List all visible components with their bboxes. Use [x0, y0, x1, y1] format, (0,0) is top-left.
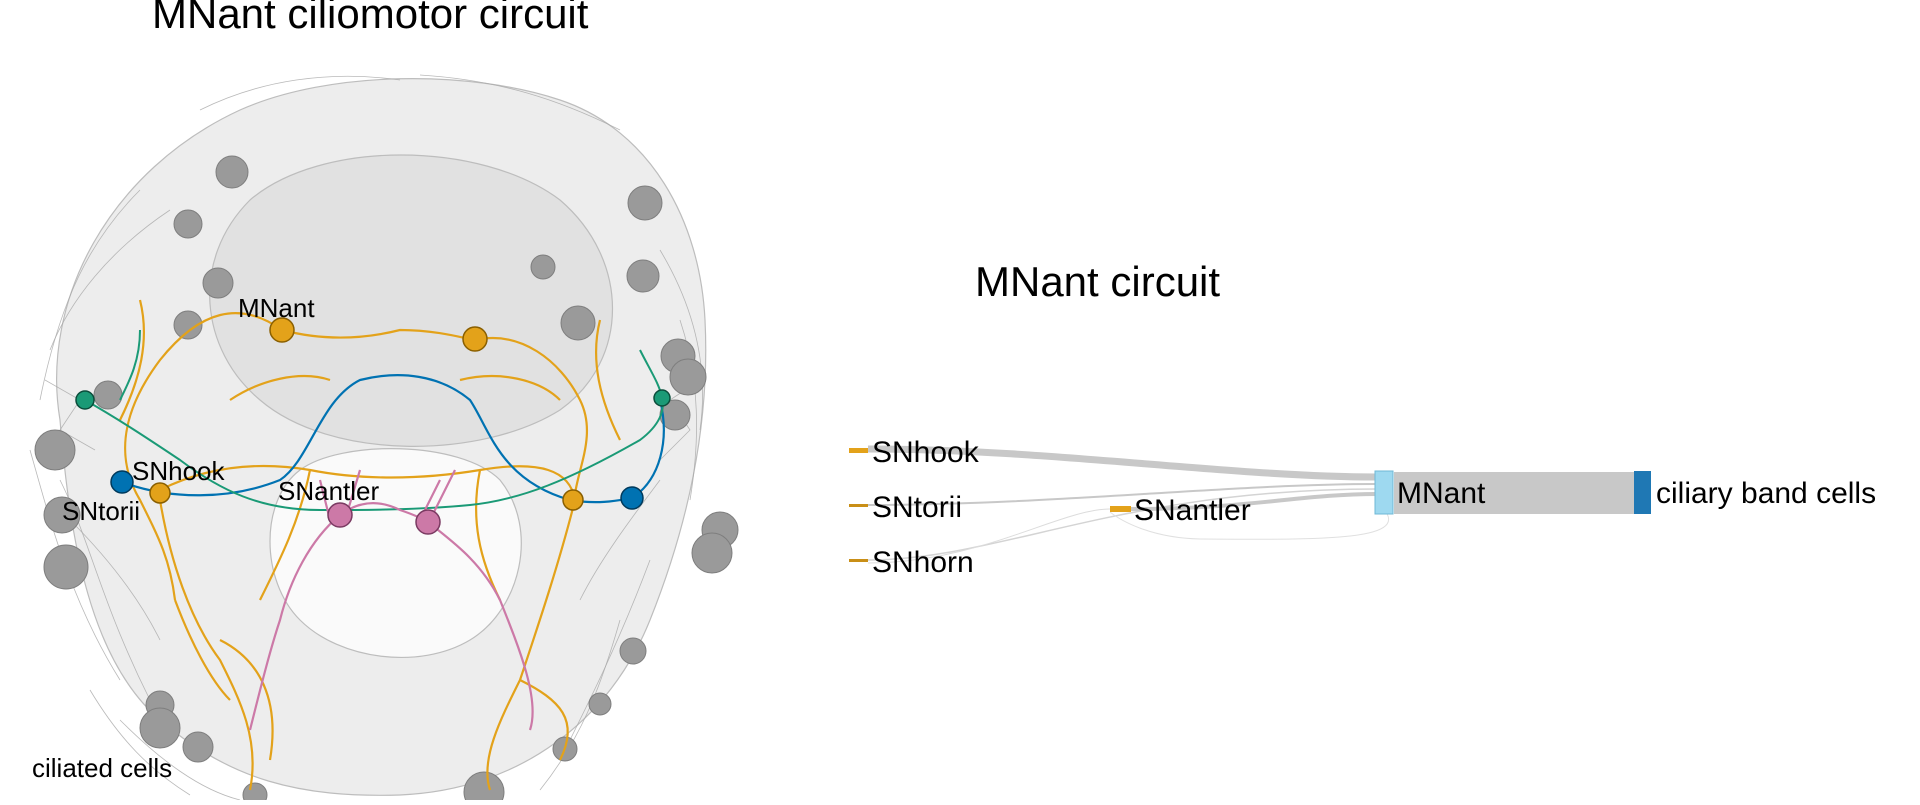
sankey-links: [867, 445, 1634, 564]
label-snhook: SNhook: [132, 456, 225, 486]
green-soma-right: [653, 389, 671, 407]
label-sntorii: SNtorii: [62, 496, 140, 526]
link-snantler-mnant: [1130, 492, 1378, 511]
label-mnant: MNant: [238, 293, 315, 323]
ciliated-cell-bodies: [34, 155, 739, 805]
sankey-nodes: [849, 448, 1651, 562]
link-sntorii-mnant: [867, 483, 1378, 506]
panel-a-title: MNant ciliomotor circuit: [152, 0, 589, 37]
node-label-snhook: SNhook: [872, 436, 980, 469]
node-snhook: [849, 448, 868, 453]
sntorii-soma-left: [110, 470, 134, 494]
snantler-soma-left: [327, 502, 353, 528]
panel-b-sankey: SNhook SNtorii SNhorn SNantler MNant cil…: [849, 436, 1876, 579]
node-label-snhorn: SNhorn: [872, 546, 974, 579]
larva-body-outline: [56, 78, 707, 796]
link-snhorn-snantler: [867, 508, 1111, 564]
snantler-soma-right: [415, 509, 441, 535]
mnant-neurites: [119, 299, 621, 791]
node-label-sntorii: SNtorii: [872, 491, 962, 524]
snhook-soma-right: [562, 489, 584, 511]
panel-b-title: MNant circuit: [975, 258, 1221, 305]
neuron-cell-bodies: [75, 317, 671, 535]
node-label-snantler: SNantler: [1134, 494, 1251, 527]
panel-a-neuron-rendering: MNant SNhook SNtorii SNantler ciliated c…: [29, 74, 739, 805]
link-mnant-ciliary: [1394, 472, 1634, 514]
label-snantler: SNantler: [278, 476, 379, 506]
mnant-soma-right: [462, 326, 488, 352]
node-snantler: [1110, 506, 1131, 512]
link-snhorn-mnant: [867, 488, 1378, 561]
node-ciliary-band-cells: [1634, 471, 1651, 514]
mnant-soma-left: [269, 317, 295, 343]
node-mnant: [1374, 470, 1394, 515]
node-label-mnant: MNant: [1397, 477, 1486, 510]
node-sntorii: [849, 504, 868, 507]
snhook-soma-left: [149, 482, 171, 504]
snantler-neurites: [248, 469, 534, 731]
label-ciliated-cells: ciliated cells: [32, 753, 172, 783]
sntorii-soma-right: [620, 486, 644, 510]
link-mnant-loop: [1109, 501, 1390, 540]
node-label-ciliary-band-cells: ciliary band cells: [1656, 477, 1876, 510]
green-soma-left: [75, 390, 95, 410]
link-snhook-mnant: [867, 445, 1378, 481]
node-snhorn: [849, 559, 868, 562]
